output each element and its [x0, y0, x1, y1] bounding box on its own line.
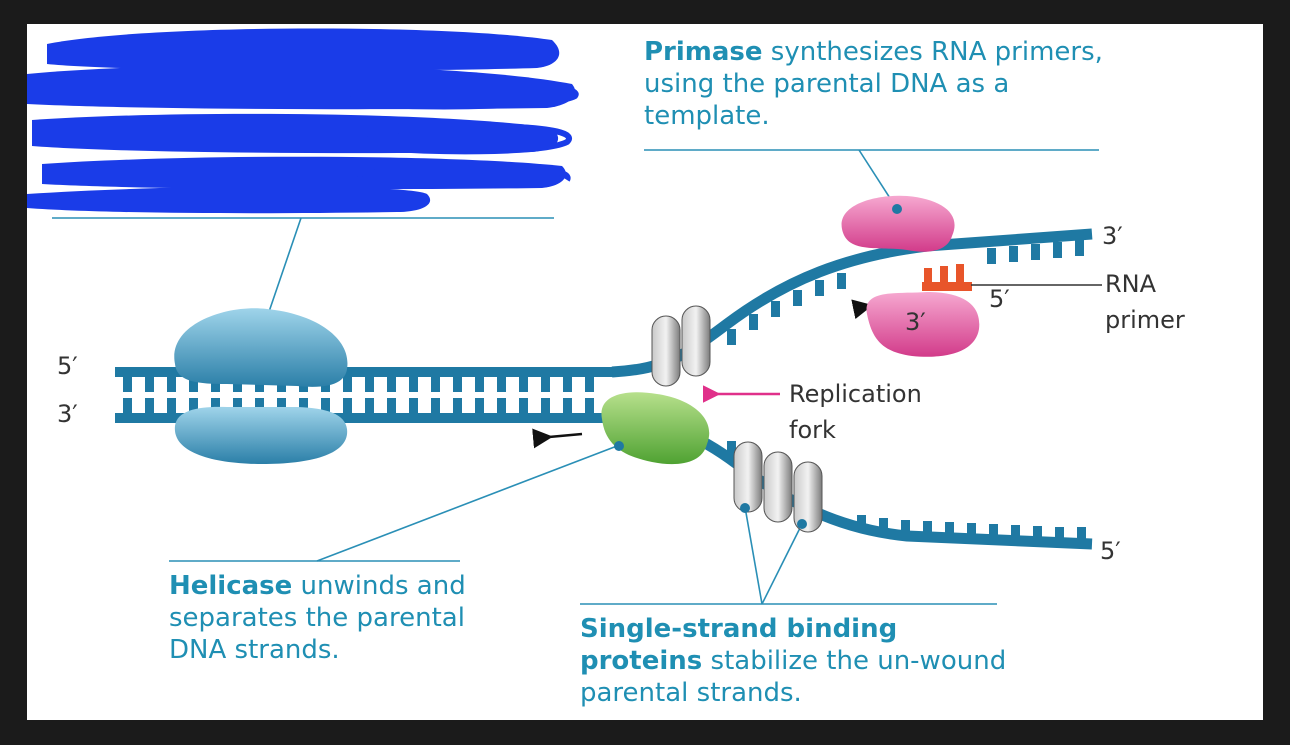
base-pair-rung [453, 377, 462, 392]
replication-fork-label-2: fork [789, 416, 836, 444]
base-pair-rung [365, 398, 374, 413]
base-pair-rung [453, 398, 462, 413]
base-pair-rung [277, 398, 286, 413]
base-pair-rung [387, 377, 396, 392]
base-pair-rung [967, 523, 976, 539]
ssb-proteins-upper [651, 305, 711, 387]
ssb-caption-text: stabilize the un-wound parental strands. [580, 646, 1007, 708]
base-pair-rung [1055, 527, 1064, 543]
base-pair-rung [167, 377, 176, 392]
base-pair-rung [431, 398, 440, 413]
base-pair-rung [987, 248, 996, 264]
base-pair-rung [563, 377, 572, 392]
base-pair-rung [727, 441, 736, 457]
primase-caption-bold: Primase [644, 37, 763, 67]
base-pair-rung [837, 273, 846, 289]
base-pair-rung [541, 377, 550, 392]
helicase-caption-text: unwinds and separates the parental DNA s… [169, 571, 466, 665]
ssb-caption: Single-strand binding proteins stabilize… [580, 613, 1010, 709]
base-pair-rung [409, 377, 418, 392]
primer-5-label: 5′ [989, 285, 1010, 313]
base-pair-rung [123, 398, 132, 413]
base-pair-rung [879, 518, 888, 534]
base-pair-rung [519, 377, 528, 392]
rna-primer-label-2: primer [1105, 306, 1185, 334]
base-pair-rung [1009, 246, 1018, 262]
base-pair-rung [475, 377, 484, 392]
base-pair-rung [299, 398, 308, 413]
base-pair-rung [145, 377, 154, 392]
left-top-end-label: 5′ [57, 352, 78, 380]
base-pair-rung [1011, 525, 1020, 541]
base-pair-rung [343, 398, 352, 413]
base-pair-rung [233, 377, 242, 392]
base-pair-rung [365, 377, 374, 392]
base-pair-rung [189, 377, 198, 392]
base-pair-rung [541, 398, 550, 413]
base-pair-rung [475, 398, 484, 413]
base-pair-rung [945, 522, 954, 538]
base-pair-rung [793, 290, 802, 306]
helicase-direction-arrow [532, 428, 583, 449]
base-pair-rung [815, 280, 824, 296]
base-pair-rung [211, 398, 220, 413]
lower-right-end-label: 5′ [1100, 537, 1121, 565]
base-pair-rung [211, 377, 220, 392]
base-pair-rung [519, 398, 528, 413]
base-pair-rung [145, 398, 154, 413]
base-pair-rung [727, 329, 736, 345]
base-pair-rung [1077, 527, 1086, 543]
base-pair-rung [343, 377, 352, 392]
helicase-caption: Helicase unwinds and separates the paren… [169, 570, 469, 666]
base-pair-rung [123, 377, 132, 392]
ssb-caption-bold: Single-strand binding proteins [580, 614, 898, 676]
base-pair-rung [563, 398, 572, 413]
helicase-enzyme [174, 308, 348, 464]
base-pair-rung [387, 398, 396, 413]
base-pair-rung [255, 398, 264, 413]
base-pair-rung [1031, 244, 1040, 260]
base-pair-rung [857, 515, 866, 531]
base-pair-rung [233, 398, 242, 413]
primase-enzyme [841, 195, 980, 357]
base-pair-rung [431, 377, 440, 392]
base-pair-rung [771, 301, 780, 317]
figure-panel: 5′ 3′ 3′ 5′ 5′ 3′ RNA primer Replication… [27, 24, 1263, 720]
base-pair-rung [901, 520, 910, 536]
base-pair-rung [1033, 526, 1042, 542]
base-pair-rung [585, 398, 594, 413]
ssb-proteins-lower [733, 441, 823, 533]
topoisomerase-enzyme [601, 392, 710, 465]
base-pair-rung [989, 524, 998, 540]
primase-caption-text: synthesizes RNA primers, using the paren… [644, 37, 1103, 131]
upper-right-end-label: 3′ [1102, 222, 1123, 250]
ssb-leader-1 [744, 506, 763, 605]
primer-3-label: 3′ [905, 308, 926, 336]
rna-primer-label-1: RNA [1105, 270, 1157, 298]
ssb-leader-2 [761, 523, 803, 605]
helicase-leader [316, 445, 618, 562]
base-pair-rung [409, 398, 418, 413]
rna-primer [922, 264, 972, 291]
redaction-scribble [27, 28, 579, 214]
base-pair-rung [1053, 242, 1062, 258]
primase-caption: Primase synthesizes RNA primers, using t… [644, 36, 1114, 132]
base-pair-rung [321, 398, 330, 413]
base-pair-rung [749, 314, 758, 330]
replication-fork-label-1: Replication [789, 380, 922, 408]
base-pair-rung [585, 377, 594, 392]
base-pair-rung [189, 398, 198, 413]
base-pair-rung [1075, 240, 1084, 256]
base-pair-rung [167, 398, 176, 413]
helicase-caption-bold: Helicase [169, 571, 293, 601]
base-pair-rung [923, 521, 932, 537]
left-bottom-end-label: 3′ [57, 400, 78, 428]
dna-replication-diagram: 5′ 3′ 3′ 5′ 5′ 3′ RNA primer Replication… [27, 28, 1185, 605]
base-pair-rung [497, 377, 506, 392]
base-pair-rung [497, 398, 506, 413]
